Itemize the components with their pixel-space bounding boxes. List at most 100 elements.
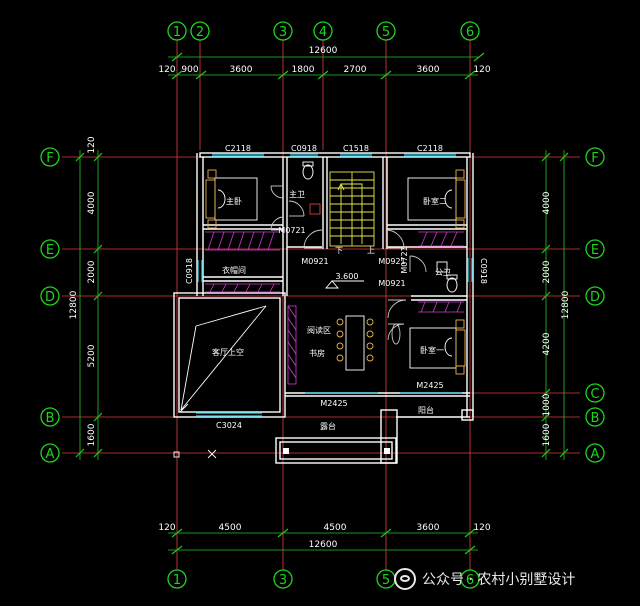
- grid-bubble: [40, 286, 60, 306]
- dim-right-seg: 1000: [542, 393, 552, 416]
- grid-bubble-label: 4: [319, 25, 327, 40]
- grid-bubble-label: E: [591, 243, 599, 258]
- dim-left-seg: 120: [87, 136, 97, 153]
- grid-bubble-label: C: [590, 387, 599, 402]
- dim-left-seg: 2000: [87, 260, 97, 283]
- room-label-bedroom-two: 卧室二: [423, 196, 447, 206]
- grid-bubble: [585, 443, 605, 463]
- grid-bubble: [585, 147, 605, 167]
- wechat-icon: [394, 568, 416, 590]
- dim-right-seg: 2000: [542, 260, 552, 283]
- window-label: C3024: [216, 421, 242, 430]
- dim-left-seg: 5200: [87, 344, 97, 367]
- watermark: 公众号 · 农村小别墅设计: [394, 566, 634, 592]
- dim-left-total: 12800: [69, 290, 79, 319]
- dim-right-seg: 1600: [542, 423, 552, 446]
- window-label: C0918: [291, 144, 317, 153]
- dim-top-seg: 1800: [292, 65, 315, 75]
- window-labels: C2118 C0918 C1518 C2118 C0918 C0918 C302…: [185, 144, 488, 430]
- door-labels: M0721 M0921 M0921 M0721 M0921 M2425 M242…: [278, 226, 443, 408]
- room-label-balcony: 阳台: [418, 405, 434, 415]
- grid-bubble: [40, 407, 60, 427]
- watermark-label: 公众号 · 农村小别墅设计: [422, 572, 576, 588]
- dim-top-seg: 3600: [230, 65, 253, 75]
- dim-right-total: 12800: [561, 290, 571, 319]
- dim-bottom-seg: 120: [158, 523, 175, 533]
- grid-bubble-label: B: [46, 411, 55, 426]
- grid-bubble: [460, 21, 480, 41]
- grid-bubble: [40, 239, 60, 259]
- window-label: C1518: [343, 144, 369, 153]
- grid-bubble: [273, 21, 293, 41]
- grid-bubble: [40, 443, 60, 463]
- dim-top-total: 12600: [309, 46, 338, 56]
- stair-up-label: 上: [367, 246, 375, 255]
- room-label-reading-area: 阅读区: [307, 325, 331, 335]
- grid-bubble-label: 5: [382, 573, 390, 588]
- grid-bubble: [313, 21, 333, 41]
- dim-left-seg: 1600: [87, 423, 97, 446]
- dim-bottom-seg: 4500: [324, 523, 347, 533]
- grid-bubble-label: 3: [279, 573, 287, 588]
- door-swings: [270, 185, 427, 341]
- living-void: [179, 305, 267, 413]
- door-label: M2425: [320, 399, 347, 408]
- elevation-label: 3.600: [336, 272, 359, 281]
- window-label: C0918: [479, 258, 488, 284]
- dim-top-seg: 120: [158, 65, 175, 75]
- grid-bubble: [273, 569, 293, 589]
- grid-bubble-label: 6: [466, 573, 474, 588]
- axis-lines: [62, 40, 580, 570]
- dim-right-seg: 4200: [542, 332, 552, 355]
- grid-bubble-label: 6: [466, 25, 474, 40]
- door-label: M0921: [378, 257, 405, 266]
- walls: [173, 152, 474, 464]
- grid-bubble-label: 3: [279, 25, 287, 40]
- dim-top-seg: 2700: [344, 65, 367, 75]
- grid-bubble: [460, 569, 480, 589]
- grid-bubble-label: 2: [196, 25, 204, 40]
- grid-bubble-label: D: [590, 290, 600, 305]
- door-label: M0721: [278, 226, 305, 235]
- room-label-public-bath: 公卫: [435, 268, 451, 277]
- dim-right-seg: 4000: [542, 191, 552, 214]
- dim-bottom-total: 12600: [309, 540, 338, 550]
- grid-bubble: [40, 147, 60, 167]
- grid-bubble: [376, 21, 396, 41]
- stair: [329, 171, 375, 247]
- dim-bottom-seg: 3600: [417, 523, 440, 533]
- window-label: C2118: [225, 144, 251, 153]
- grid-bubble-label: 5: [382, 25, 390, 40]
- grid-bubble-label: A: [46, 447, 55, 462]
- room-labels: 主卧 主卫 卧室二 衣帽间 公卫 客厅上空 阅读区 书房 卧室一 阳台 露台 下…: [212, 189, 451, 431]
- room-label-master-bath: 主卫: [289, 189, 305, 199]
- room-label-living-void: 客厅上空: [212, 347, 244, 357]
- grid-bubble-label: D: [45, 290, 55, 305]
- grid-bubble-label: E: [46, 243, 54, 258]
- grid-bubble-label: F: [46, 151, 53, 166]
- room-label-study: 书房: [309, 348, 325, 358]
- elevation-marker: [325, 280, 364, 289]
- grid-bubble-label: 1: [173, 573, 181, 588]
- room-label-master-bedroom: 主卧: [226, 196, 242, 206]
- dim-bottom-seg: 4500: [219, 523, 242, 533]
- furniture: [205, 161, 466, 375]
- grid-bubble-label: B: [591, 411, 600, 426]
- window-label: C0918: [185, 258, 194, 284]
- room-label-bedroom-one: 卧室一: [420, 345, 444, 355]
- door-label: M0721: [400, 246, 409, 273]
- room-label-terrace: 露台: [320, 421, 336, 431]
- window-label: C2118: [417, 144, 443, 153]
- grid-bubble-label: F: [591, 151, 598, 166]
- stair-down-label: 下: [335, 246, 343, 255]
- grid-bubble: [190, 21, 210, 41]
- dimension-ticks: [75, 52, 569, 555]
- dim-left-seg: 4000: [87, 191, 97, 214]
- grid-bubble: [585, 407, 605, 427]
- wall-columns: [283, 448, 390, 454]
- grid-bubble: [585, 383, 605, 403]
- room-label-closet: 衣帽间: [222, 265, 246, 275]
- door-label: M0921: [301, 257, 328, 266]
